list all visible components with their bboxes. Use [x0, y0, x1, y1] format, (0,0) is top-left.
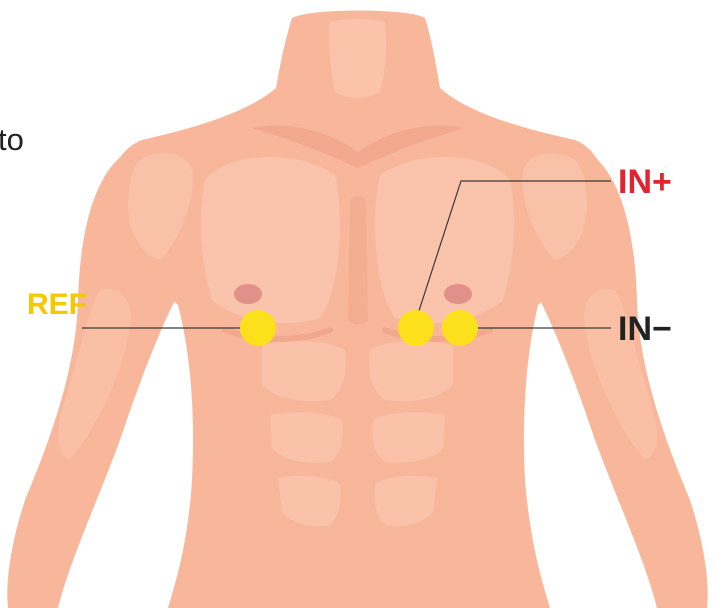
- in-minus-label: IN−: [618, 310, 672, 348]
- in-minus-electrode: [442, 310, 478, 346]
- right-pec-highlight: [375, 157, 514, 323]
- ref-electrode: [240, 310, 276, 346]
- torso-figure: [7, 11, 707, 608]
- left-pec-highlight: [201, 157, 340, 323]
- in-plus-label: IN+: [618, 163, 672, 201]
- sternum-shadow: [348, 196, 368, 324]
- right-nipple: [444, 284, 472, 304]
- ref-label: REF: [27, 288, 87, 321]
- cut-off-text: to: [0, 122, 24, 157]
- neck-highlight: [329, 19, 386, 98]
- left-nipple: [234, 284, 262, 304]
- in-plus-electrode: [398, 310, 434, 346]
